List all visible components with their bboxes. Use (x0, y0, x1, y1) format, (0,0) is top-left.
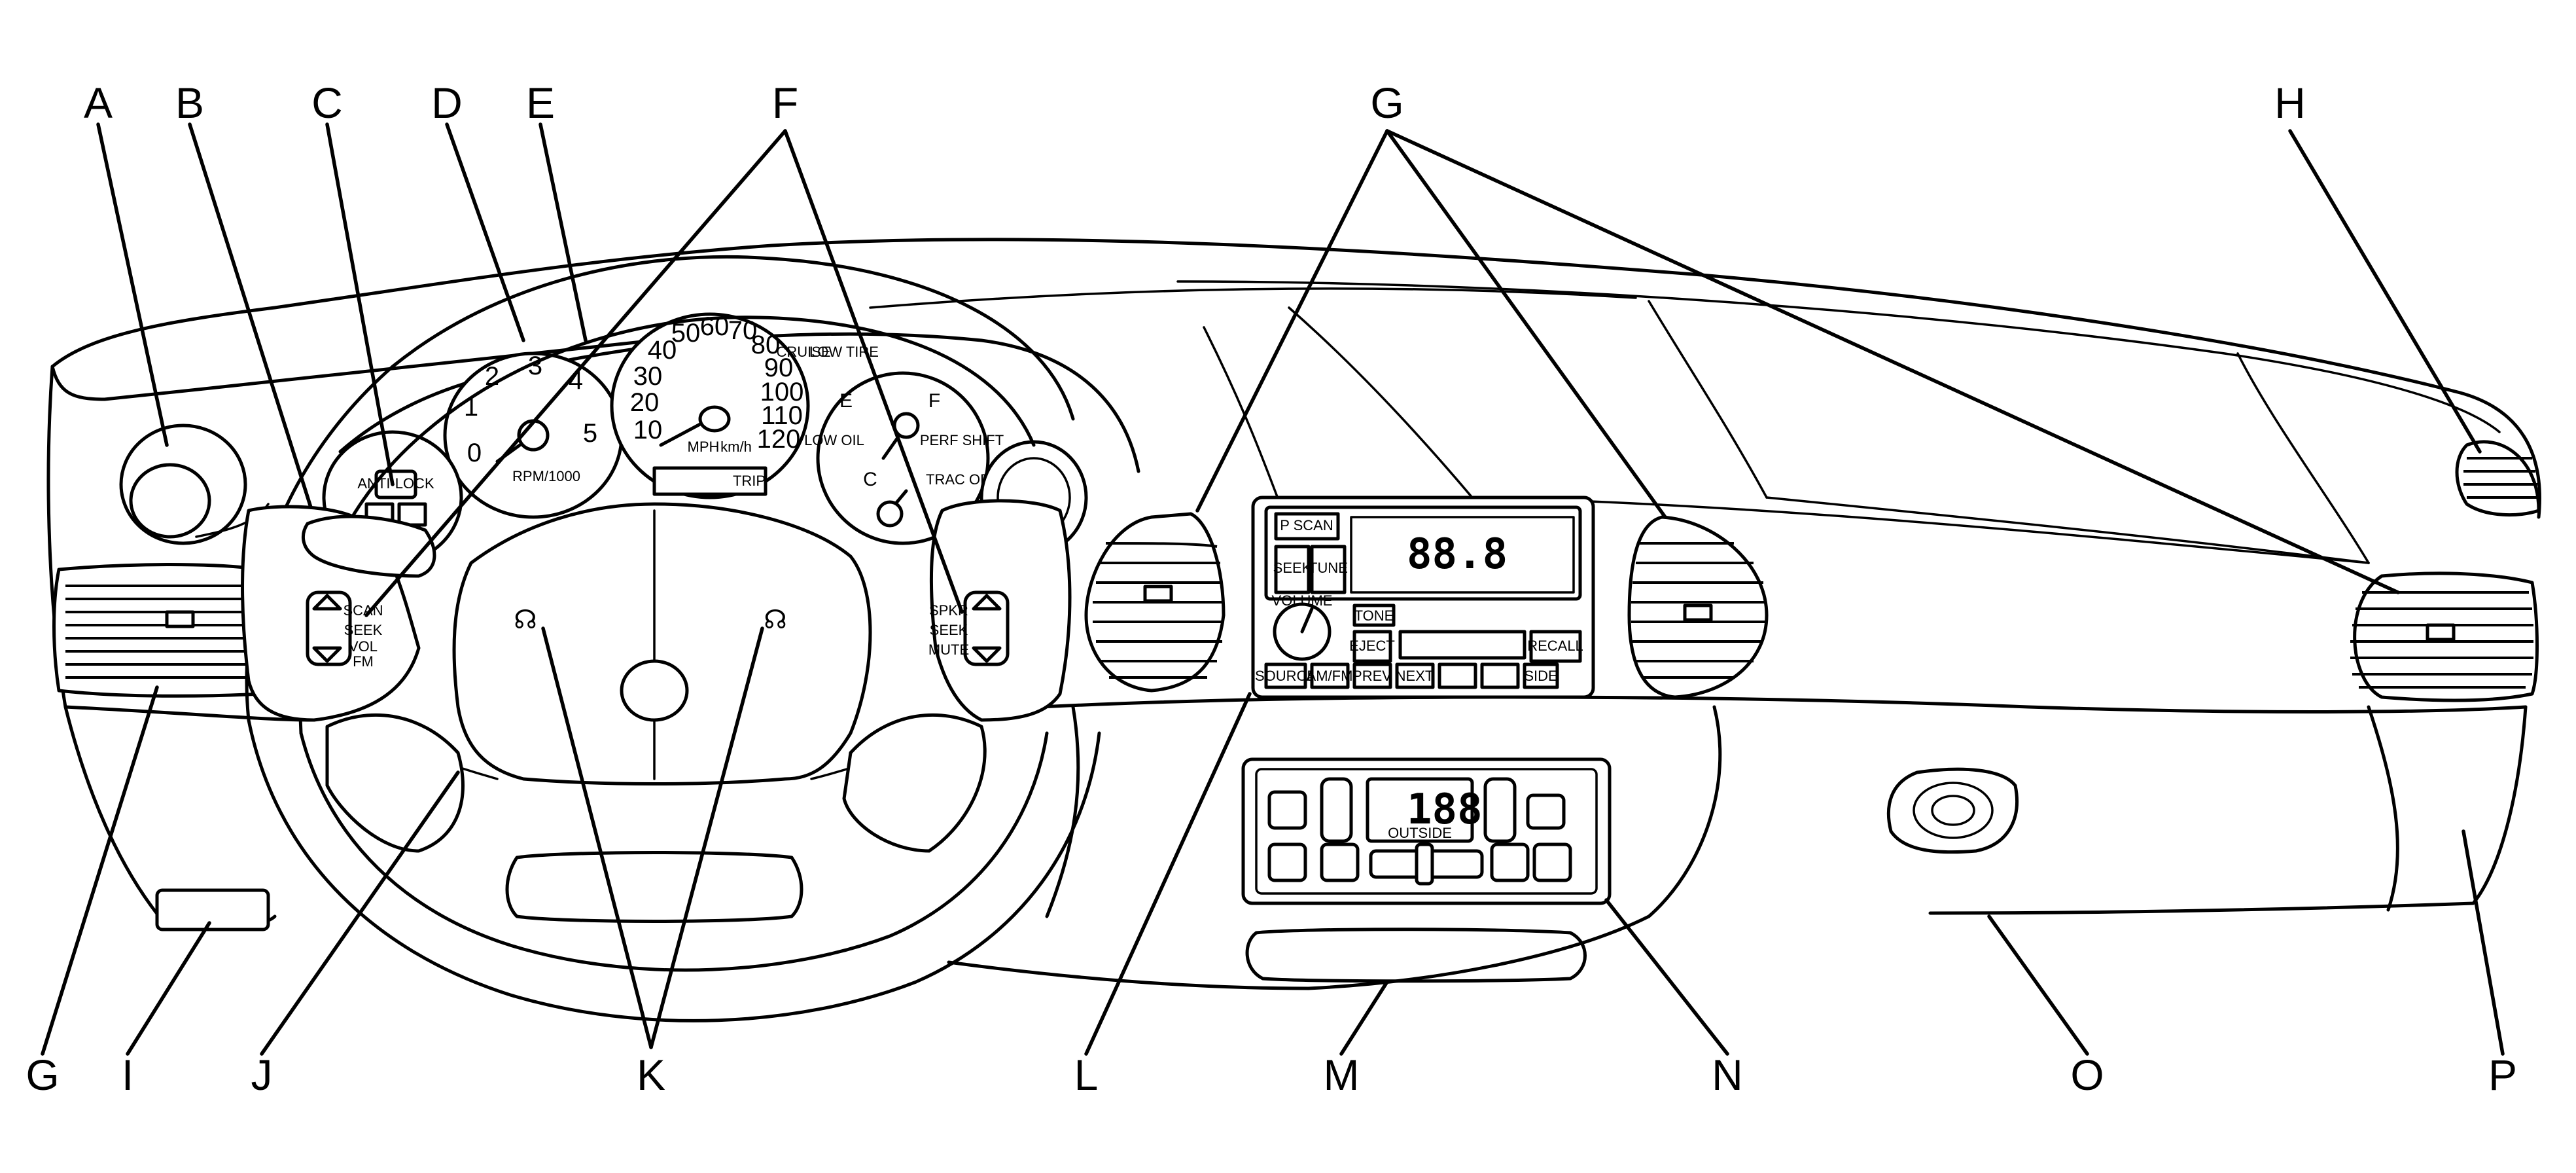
radio-next: NEXT (1396, 668, 1434, 684)
callout-e: E (526, 79, 555, 127)
radio-source: SOURCE (1255, 668, 1316, 684)
callout-g-bottom: G (26, 1051, 59, 1099)
side-window-defogger (2455, 440, 2541, 516)
radio-p-scan: P SCAN (1280, 517, 1333, 533)
callout-o: O (2070, 1051, 2104, 1099)
center-right-air-outlet (1627, 515, 1769, 699)
radio-eject: EJECT (1349, 638, 1395, 654)
callout-labels: A B C D E F G H G I J K L M N O P (26, 79, 2517, 1099)
left-steering-audio-controls: SCAN SEEK VOL FM (306, 590, 383, 670)
radio-volume: VOLUME (1272, 592, 1333, 609)
perf-shift-indicator: PERF SHIFT (920, 432, 1004, 448)
callout-m: M (1324, 1051, 1360, 1099)
radio-tune: TUNE (1309, 560, 1348, 576)
speedo-40: 40 (648, 336, 677, 365)
climate-outside-label: OUTSIDE (1388, 825, 1452, 841)
tach-5: 5 (583, 419, 597, 448)
speedo-30: 30 (633, 362, 663, 391)
speedo-10: 10 (633, 416, 663, 444)
callout-i: I (122, 1051, 133, 1099)
temp-cold-label: C (863, 469, 877, 490)
callout-f: F (772, 79, 798, 127)
radio-display-digits: 88.8 (1407, 530, 1508, 579)
fuel-full-label: F (928, 390, 940, 412)
steering-wheel: ☊ ☊ SCAN SEEK VOL FM SPKR SEEK MUTE (241, 255, 1101, 1022)
tach-3: 3 (528, 352, 542, 380)
tach-unit: RPM/1000 (512, 468, 580, 484)
radio-am-fm: AM/FM (1307, 668, 1353, 684)
callout-l: L (1074, 1051, 1099, 1099)
callout-k: K (637, 1051, 665, 1099)
left-control-vol: VOL (349, 638, 378, 655)
center-left-air-outlet (1084, 512, 1226, 693)
right-air-outlet (2350, 571, 2539, 702)
callout-a: A (84, 79, 113, 127)
horn-symbol-right-icon: ☊ (764, 605, 787, 634)
cruise-indicator: CRUISE (776, 344, 830, 360)
tach-0: 0 (467, 439, 482, 467)
speedo-20: 20 (630, 388, 660, 417)
speedo-unit-mph: MPH (688, 439, 720, 455)
callout-c: C (311, 79, 343, 127)
radio-seek: SEEK (1273, 560, 1312, 576)
anti-lock-indicator: ANTI-LOCK (357, 475, 434, 492)
left-control-seek: SEEK (344, 622, 383, 638)
callout-d: D (431, 79, 463, 127)
radio-tone: TONE (1354, 607, 1394, 624)
speedo-120: 120 (757, 425, 801, 454)
callout-b: B (175, 79, 204, 127)
speedo-100: 100 (760, 378, 804, 406)
speedo-110: 110 (761, 401, 803, 430)
headlamp-switch (119, 424, 270, 545)
dashboard-outline (46, 238, 2541, 990)
callout-g-top: G (1370, 79, 1403, 127)
right-control-mute: MUTE (928, 641, 969, 658)
callout-j: J (251, 1051, 273, 1099)
speedo-unit-kmh: km/h (720, 439, 752, 455)
fuel-temp-gauge: E F LOW OIL PERF SHIFT TRAC OFF C (804, 371, 1004, 545)
callout-h: H (2274, 79, 2306, 127)
horn-symbol-left-icon: ☊ (514, 605, 537, 634)
left-air-outlet (52, 563, 268, 698)
right-steering-audio-controls: SPKR SEEK MUTE (928, 590, 1010, 666)
radio-side: SIDE (1524, 668, 1557, 684)
tachometer: 0 1 2 3 4 5 RPM/1000 (443, 352, 624, 519)
odometer: TRIP (652, 466, 768, 496)
speedo-70: 70 (728, 316, 758, 345)
low-oil-indicator: LOW OIL (804, 432, 864, 448)
right-control-seek: SEEK (930, 622, 968, 638)
fuel-empty-label: E (839, 390, 853, 412)
speedo-80: 80 (751, 331, 781, 359)
tach-4: 4 (569, 366, 583, 395)
callout-n: N (1712, 1051, 1743, 1099)
callout-p: P (2488, 1051, 2517, 1099)
radio-prev: PREV (1352, 668, 1392, 684)
radio-recall: RECALL (1527, 638, 1583, 654)
speedometer: 10 20 30 40 50 60 70 80 90 100 110 120 M… (610, 312, 810, 499)
odometer-trip: TRIP (733, 473, 766, 489)
climate-control-panel: 188 OUTSIDE (1241, 757, 1612, 905)
speedo-90: 90 (764, 353, 794, 382)
callout-leaders (41, 122, 2505, 1056)
audio-system: P SCAN SEEK TUNE 88.8 VOLUME TONE EJECT … (1251, 496, 1595, 699)
climate-display-digits: 188 (1407, 785, 1483, 834)
left-control-fm: FM (353, 653, 374, 670)
